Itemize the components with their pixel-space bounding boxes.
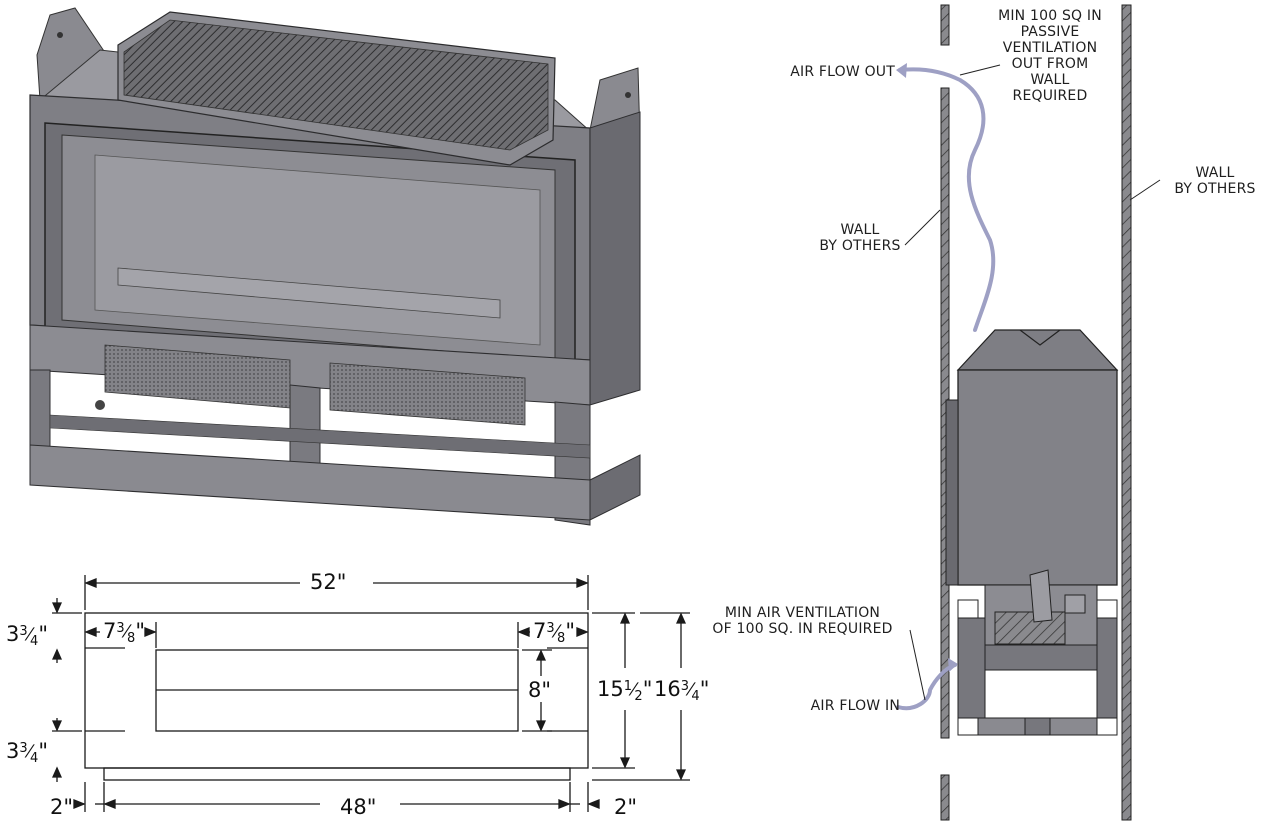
dim-whole: 3 xyxy=(6,739,20,763)
dim-den: 4 xyxy=(30,634,39,649)
dim-den: 8 xyxy=(127,631,136,646)
label-line: BY OTHERS xyxy=(819,238,901,254)
note-line: PASSIVE xyxy=(1020,24,1080,40)
note-line: REQUIRED xyxy=(1012,88,1088,104)
fireplace-body xyxy=(29,7,641,526)
dim-whole: 7 xyxy=(533,619,547,643)
airflow-in-path xyxy=(896,663,957,711)
dim-bottom-margin: 33/4" xyxy=(6,739,48,766)
air-flow-in-label: AIR FLOW IN xyxy=(810,698,900,714)
firebox-side xyxy=(957,369,1118,586)
dim-base-left: 2" xyxy=(50,795,74,819)
airflow-in-arrow xyxy=(948,658,958,672)
air-flow-out-label: AIR FLOW OUT xyxy=(790,64,895,80)
note-line: OF 100 SQ. IN REQUIRED xyxy=(712,621,893,637)
dim-den: 8 xyxy=(557,631,566,646)
label-line: WALL xyxy=(1195,165,1235,181)
min-air-vent-note: MIN AIR VENTILATION OF 100 SQ. IN REQUIR… xyxy=(690,605,915,637)
dim-den: 4 xyxy=(691,689,700,704)
note-line: WALL xyxy=(1030,72,1070,88)
dim-num: 3 xyxy=(116,621,125,636)
dim-base-width: 48" xyxy=(340,795,377,819)
front-dimension-view xyxy=(51,575,690,812)
dim-unit: " xyxy=(135,619,145,643)
wall-left-label: WALL BY OTHERS xyxy=(790,222,930,254)
dim-unit: " xyxy=(699,677,710,701)
top-vent-box xyxy=(956,329,1119,371)
dim-whole: 15 xyxy=(597,677,624,701)
note-line: VENTILATION xyxy=(1002,40,1098,56)
dim-opening-height: 8" xyxy=(528,678,552,702)
dim-unit: " xyxy=(38,739,48,763)
dim-num: 1 xyxy=(623,679,633,694)
wall-left-bottom xyxy=(940,774,950,821)
dim-base-right: 2" xyxy=(614,795,638,819)
dim-den: 2 xyxy=(634,689,643,704)
wall-right-label: WALL BY OTHERS xyxy=(1150,165,1280,197)
note-line: MIN 100 SQ IN xyxy=(998,8,1102,24)
dim-whole: 16 xyxy=(654,677,681,701)
note-line: MIN AIR VENTILATION xyxy=(724,605,881,621)
passive-vent-note: MIN 100 SQ IN PASSIVE VENTILATION OUT FR… xyxy=(985,8,1115,104)
dim-overall-width: 52" xyxy=(310,570,347,594)
label-line: BY OTHERS xyxy=(1174,181,1256,197)
wall-left-top xyxy=(940,4,950,46)
wall-right xyxy=(1121,4,1132,821)
dim-inner-right-offset: 73/8" xyxy=(533,619,575,646)
dim-overall-height: 163/4" xyxy=(654,677,710,704)
dim-den: 4 xyxy=(30,751,39,766)
dim-num: 3 xyxy=(19,741,28,756)
note-line: OUT FROM xyxy=(1011,56,1089,72)
dim-num: 3 xyxy=(546,621,555,636)
base-plinth xyxy=(103,767,571,781)
dim-whole: 7 xyxy=(103,619,117,643)
dim-inner-left-offset: 73/8" xyxy=(103,619,145,646)
dim-num: 3 xyxy=(680,679,690,694)
dim-body-height: 151/2" xyxy=(597,677,653,704)
dim-unit: " xyxy=(565,619,575,643)
airflow-out-arrow xyxy=(896,63,907,78)
airflow-out-path xyxy=(898,67,996,332)
dim-whole: 3 xyxy=(6,622,20,646)
dim-unit: " xyxy=(642,677,653,701)
dim-top-margin: 33/4" xyxy=(6,622,48,649)
dim-num: 3 xyxy=(19,624,28,639)
dim-unit: " xyxy=(38,622,48,646)
side-section-view xyxy=(896,4,1161,821)
label-line: WALL xyxy=(840,222,880,238)
